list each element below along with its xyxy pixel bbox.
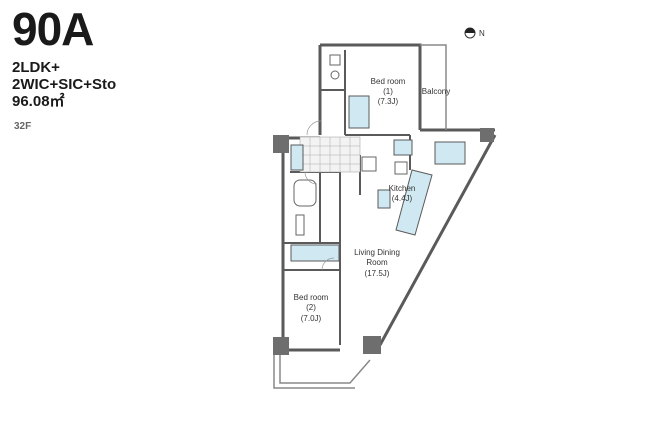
kitchen-size: (4.4J) [392,194,413,203]
layout-line-2: 2WIC+SIC+Sto [12,76,117,93]
balcony-outline [273,44,447,389]
corridor-tiles [299,136,361,173]
balcony-label: Balcony [422,87,450,96]
floor-label: 32F [14,121,32,132]
bedroom2-size: (7.0J) [301,314,322,323]
bedroom1-name: Bed room [371,77,406,86]
storage-areas [290,95,466,262]
compass-label: N [479,29,485,38]
living-name-2: Room [366,258,388,267]
bedroom2-name: Bed room [294,293,329,302]
room-bedroom2: Bed room (2) (7.0J) [294,293,329,323]
room-kitchen: Kitchen (4.4J) [389,184,416,203]
kitchen-counter [395,169,433,236]
fixtures [293,54,408,236]
bedroom1-number: (1) [383,87,393,96]
bedroom1-size: (7.3J) [378,97,399,106]
bedroom2-number: (2) [306,303,316,312]
living-name-1: Living Dining [354,248,400,257]
door-swings [304,120,335,271]
room-living-dining: Living Dining Room (17.5J) [354,248,400,278]
living-size: (17.5J) [365,269,390,278]
room-bedroom1: Bed room (1) (7.3J) [371,77,406,106]
compass-icon: N [464,27,485,39]
layout-line-1: 2LDK+ [12,59,60,76]
unit-area: 96.08㎡ [12,93,65,110]
columns [273,128,494,355]
unit-type-title: 90A [12,3,94,55]
kitchen-name: Kitchen [389,184,416,193]
